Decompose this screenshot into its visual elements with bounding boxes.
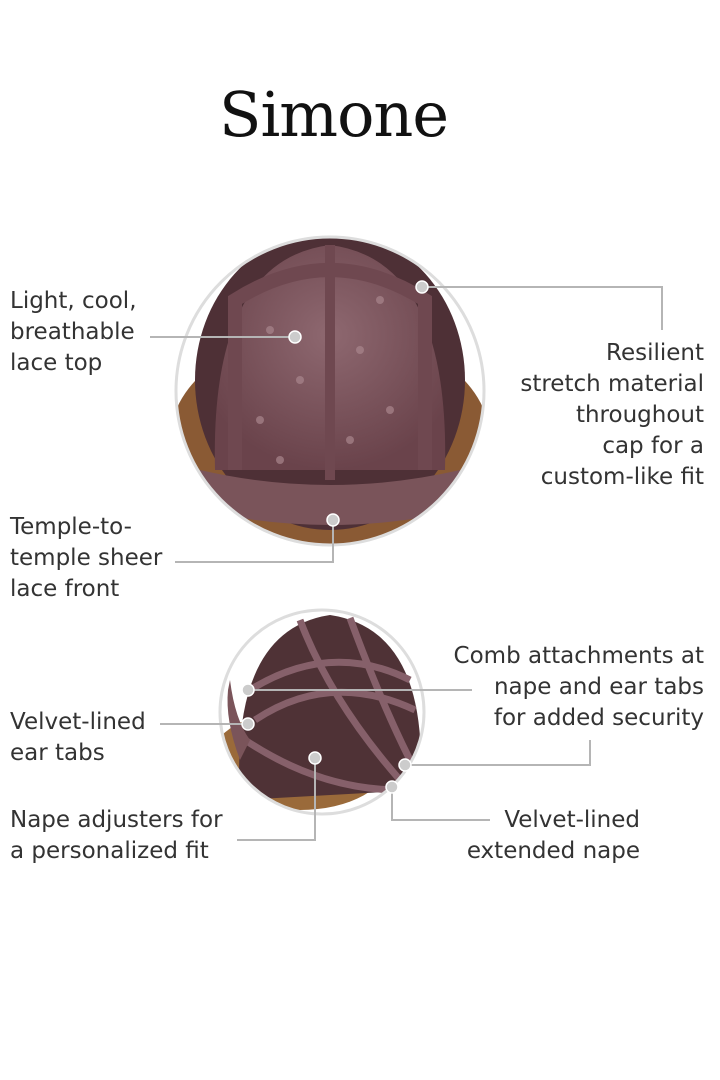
label-stretch-material: Resilient stretch material throughout ca… bbox=[520, 340, 704, 490]
label-ear-tabs: Velvet-lined ear tabs bbox=[10, 709, 146, 766]
label-extended-nape: Velvet-lined extended nape bbox=[466, 807, 640, 864]
cap-circle-border bbox=[174, 235, 486, 547]
label-lace-top: Light, cool, breathable lace top bbox=[10, 288, 137, 376]
cap-inside-image bbox=[176, 237, 484, 545]
product-title: Simone bbox=[218, 78, 449, 151]
leader-lines bbox=[150, 286, 663, 841]
label-lace-front: Temple-to- temple sheer lace front bbox=[10, 514, 163, 602]
label-comb-attachments: Comb attachments at nape and ear tabs fo… bbox=[453, 643, 704, 731]
cap-back-image bbox=[220, 610, 424, 814]
callout-dots bbox=[241, 280, 429, 794]
label-nape-adjusters: Nape adjusters for a personalized fit bbox=[10, 807, 223, 864]
